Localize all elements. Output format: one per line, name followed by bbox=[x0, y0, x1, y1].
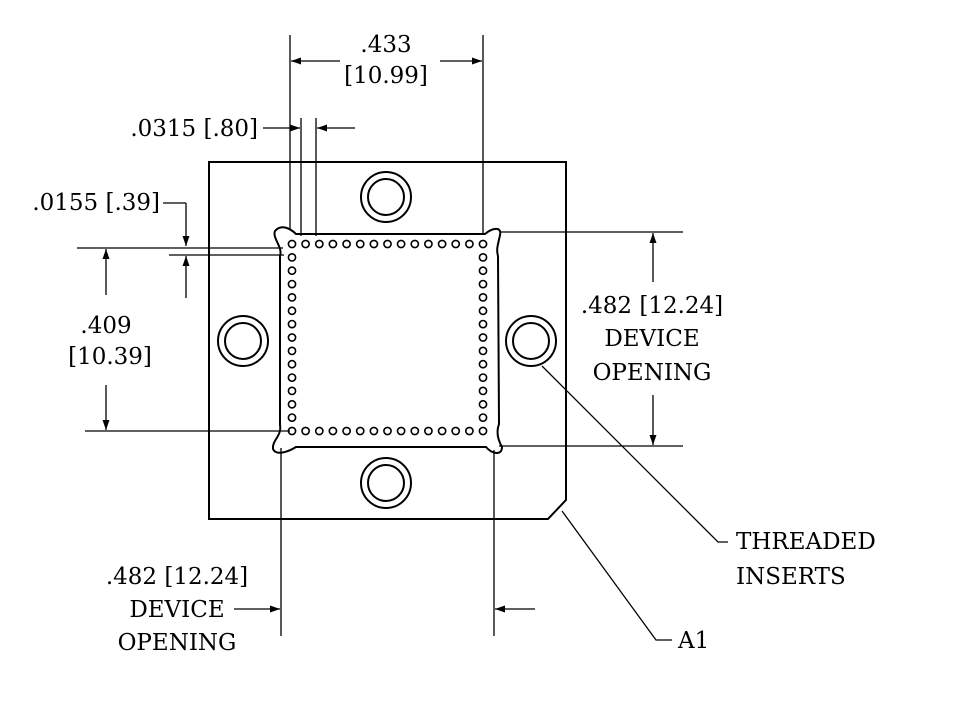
contact-dot bbox=[287, 413, 297, 422]
contact-dot bbox=[328, 239, 338, 249]
threaded-insert-top bbox=[360, 171, 412, 223]
contact-dot bbox=[451, 426, 461, 436]
contact-dot bbox=[287, 333, 297, 342]
contact-dot bbox=[478, 333, 488, 342]
contact-dot bbox=[478, 279, 488, 289]
dim-right-opening-line2: DEVICE bbox=[604, 326, 699, 352]
threaded-insert-left bbox=[217, 315, 269, 367]
contact-dot bbox=[478, 399, 488, 409]
contact-dot bbox=[342, 426, 351, 436]
contact-dot bbox=[328, 426, 338, 436]
contact-dot bbox=[287, 292, 297, 302]
contact-dot bbox=[478, 292, 488, 302]
contact-dot bbox=[287, 266, 297, 276]
contact-dot bbox=[464, 239, 474, 249]
dim-bottom-opening-value: .482 [12.24] bbox=[106, 564, 248, 590]
contact-dot bbox=[287, 399, 297, 409]
contact-dot bbox=[314, 239, 324, 249]
contact-dot bbox=[287, 306, 297, 316]
contact-dot bbox=[478, 413, 488, 422]
contact-dot bbox=[287, 386, 297, 396]
contact-dot bbox=[287, 373, 297, 382]
contact-dot bbox=[410, 426, 420, 436]
contact-dot bbox=[478, 359, 488, 369]
contact-dot bbox=[478, 306, 488, 316]
contact-dot bbox=[287, 279, 297, 289]
callout-threaded-line2: INSERTS bbox=[736, 564, 846, 590]
contact-dot bbox=[369, 426, 379, 436]
dim-bottom-opening-line2: DEVICE bbox=[129, 597, 224, 623]
contact-dot bbox=[464, 426, 474, 436]
contact-dot bbox=[396, 426, 406, 436]
dim-pitch-label: .0315 [.80] bbox=[130, 116, 258, 142]
contact-dot bbox=[478, 386, 488, 396]
contact-dot bbox=[287, 319, 297, 329]
leader-threaded-inserts bbox=[541, 365, 728, 543]
contact-dot bbox=[301, 426, 310, 436]
contact-dot bbox=[314, 426, 324, 436]
dim-right-opening-line3: OPENING bbox=[593, 360, 712, 386]
threaded-insert-right bbox=[505, 315, 557, 367]
dim-offset-label: .0155 [.39] bbox=[32, 190, 160, 216]
contact-dot bbox=[287, 252, 297, 262]
contact-dot bbox=[383, 239, 392, 249]
contact-dot bbox=[301, 239, 310, 249]
contact-dot bbox=[423, 426, 433, 436]
contact-dot bbox=[287, 346, 297, 356]
dim-409-inches: .409 bbox=[80, 313, 131, 339]
contact-dot bbox=[478, 373, 488, 382]
contact-dot bbox=[355, 426, 365, 436]
contact-dot bbox=[396, 239, 406, 249]
leader-a1 bbox=[561, 510, 672, 641]
callout-a1: A1 bbox=[677, 628, 709, 654]
contact-dot bbox=[369, 239, 379, 249]
contact-dot bbox=[287, 359, 297, 369]
contact-array bbox=[287, 239, 488, 436]
contact-dot bbox=[342, 239, 351, 249]
contact-dot bbox=[478, 266, 488, 276]
contact-dot bbox=[478, 346, 488, 356]
threaded-insert-bottom bbox=[360, 457, 412, 509]
contact-dot bbox=[437, 426, 447, 436]
dim-433-mm: [10.99] bbox=[344, 63, 428, 89]
contact-dot bbox=[478, 426, 488, 436]
contact-dot bbox=[355, 239, 365, 249]
contact-dot bbox=[478, 319, 488, 329]
socket-body-outline bbox=[208, 161, 567, 520]
contact-dot bbox=[383, 426, 392, 436]
callout-threaded-line1: THREADED bbox=[736, 529, 876, 555]
dim-right-opening-value: .482 [12.24] bbox=[581, 293, 723, 319]
contact-dot bbox=[287, 239, 297, 249]
contact-dot bbox=[423, 239, 433, 249]
contact-dot bbox=[478, 239, 488, 249]
dim-bottom-opening-line3: OPENING bbox=[118, 630, 237, 656]
contact-dot bbox=[437, 239, 447, 249]
dim-409-mm: [10.39] bbox=[68, 344, 152, 370]
device-opening-outline bbox=[271, 226, 504, 454]
contact-dot bbox=[410, 239, 420, 249]
contact-dot bbox=[478, 252, 488, 262]
dim-433-inches: .433 bbox=[360, 32, 411, 58]
contact-dot bbox=[451, 239, 461, 249]
